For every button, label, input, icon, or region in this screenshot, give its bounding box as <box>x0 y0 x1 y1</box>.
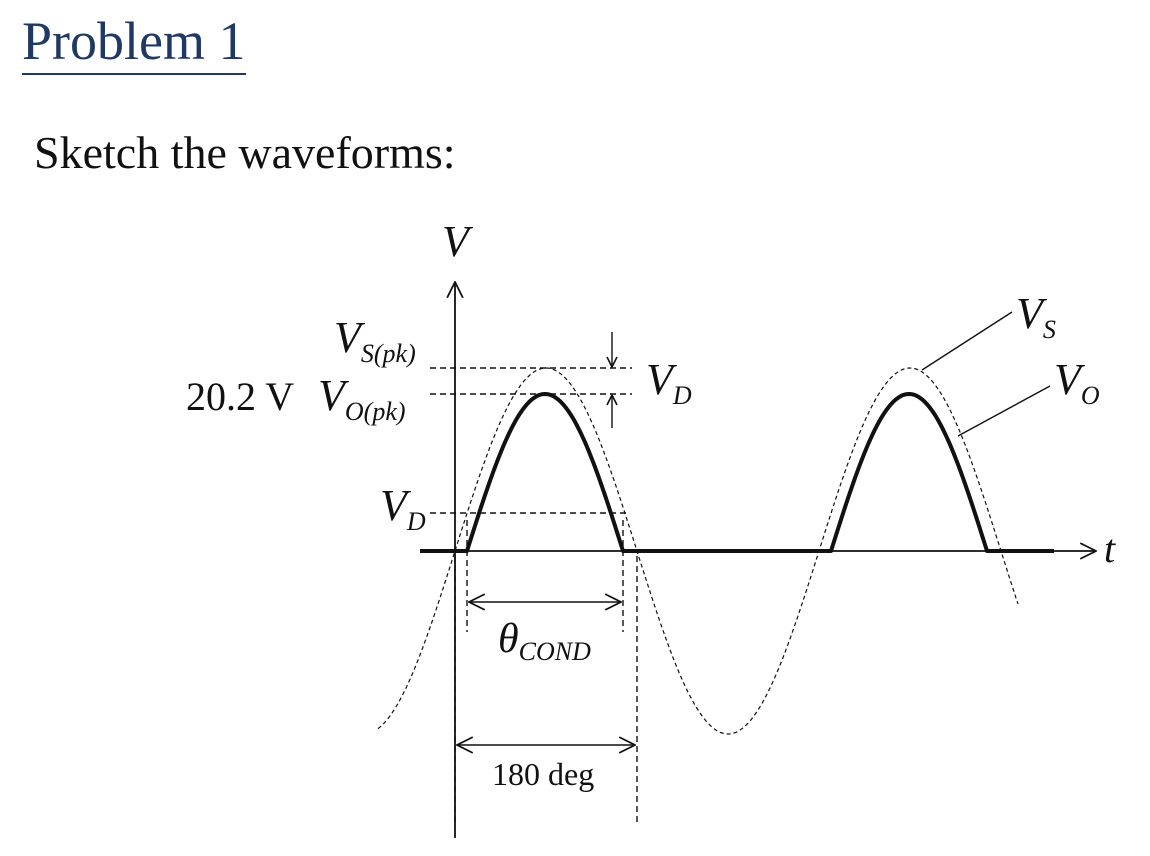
vd-level-label: VD <box>380 481 426 536</box>
vo-output-waveform <box>420 392 1054 553</box>
vs-pk-label: VS(pk) <box>334 313 416 368</box>
x-axis-label: t <box>1104 526 1116 571</box>
vo-pk-label: VO(pk) <box>318 371 406 426</box>
peak-voltage-value: 20.2 V <box>186 374 294 419</box>
vs-leader-line <box>921 311 1013 371</box>
theta-cond-label: θCOND <box>498 616 591 666</box>
vd-drop-label: VD <box>646 355 692 410</box>
vo-leader-line <box>957 385 1051 437</box>
vs-curve-label: VS <box>1016 289 1056 344</box>
span-180-label: 180 deg <box>492 756 594 792</box>
problem-instruction: Sketch the waveforms: <box>34 127 456 178</box>
vo-curve-label: VO <box>1054 355 1100 410</box>
page-title: Problem 1 <box>22 11 246 76</box>
y-axis-label: V <box>442 217 474 266</box>
vs-source-waveform <box>377 367 1019 735</box>
